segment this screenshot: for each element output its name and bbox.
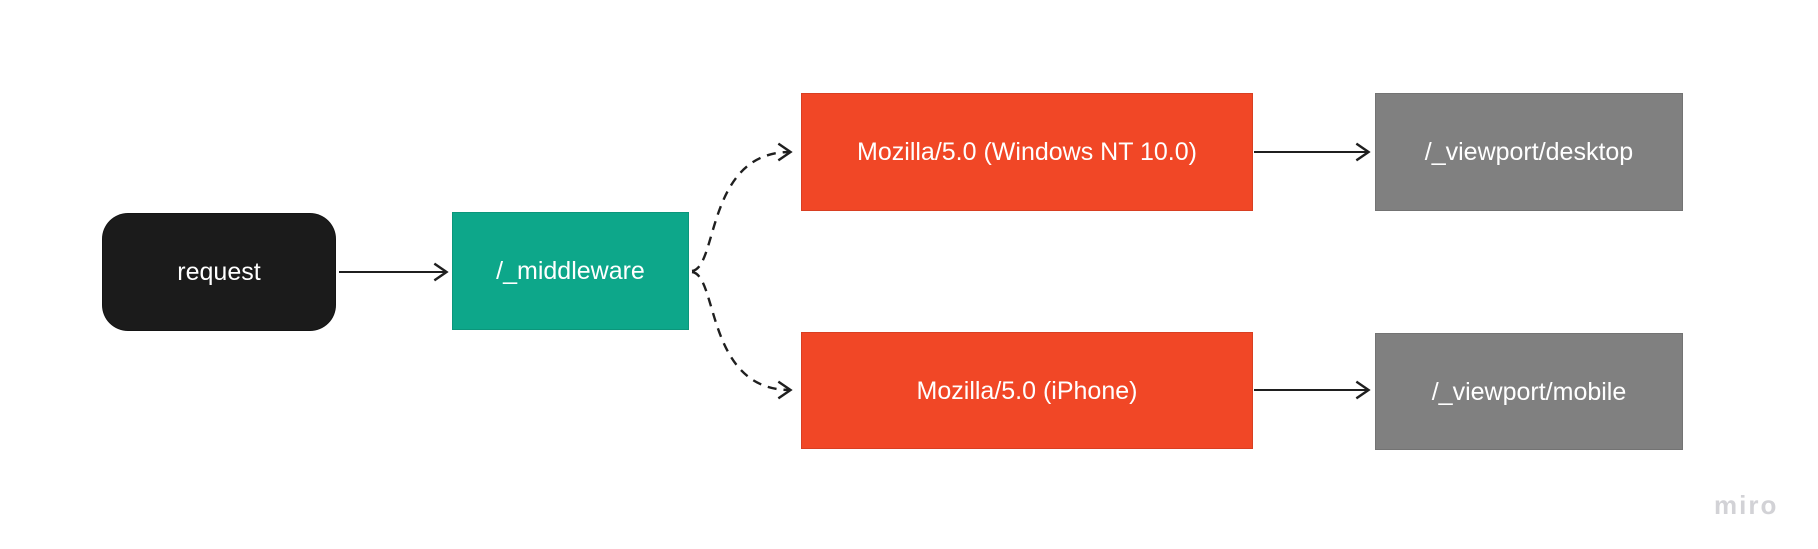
- node-viewport-desktop[interactable]: /_viewport/desktop: [1375, 93, 1683, 211]
- node-middleware-label: /_middleware: [496, 257, 645, 285]
- node-middleware[interactable]: /_middleware: [452, 212, 689, 330]
- connector-middleware-to-ua-mobile[interactable]: [691, 270, 790, 390]
- node-request-label: request: [177, 258, 261, 286]
- node-user-agent-desktop-label: Mozilla/5.0 (Windows NT 10.0): [857, 138, 1197, 166]
- node-request[interactable]: request: [102, 213, 336, 331]
- connector-middleware-to-ua-desktop[interactable]: [691, 152, 790, 273]
- node-user-agent-mobile[interactable]: Mozilla/5.0 (iPhone): [801, 332, 1253, 449]
- node-viewport-desktop-label: /_viewport/desktop: [1424, 138, 1634, 166]
- node-viewport-mobile[interactable]: /_viewport/mobile: [1375, 333, 1683, 450]
- miro-watermark: miro: [1714, 490, 1779, 520]
- node-viewport-mobile-label: /_viewport/mobile: [1431, 377, 1627, 406]
- node-user-agent-desktop[interactable]: Mozilla/5.0 (Windows NT 10.0): [801, 93, 1253, 211]
- node-user-agent-mobile-label: Mozilla/5.0 (iPhone): [916, 376, 1138, 405]
